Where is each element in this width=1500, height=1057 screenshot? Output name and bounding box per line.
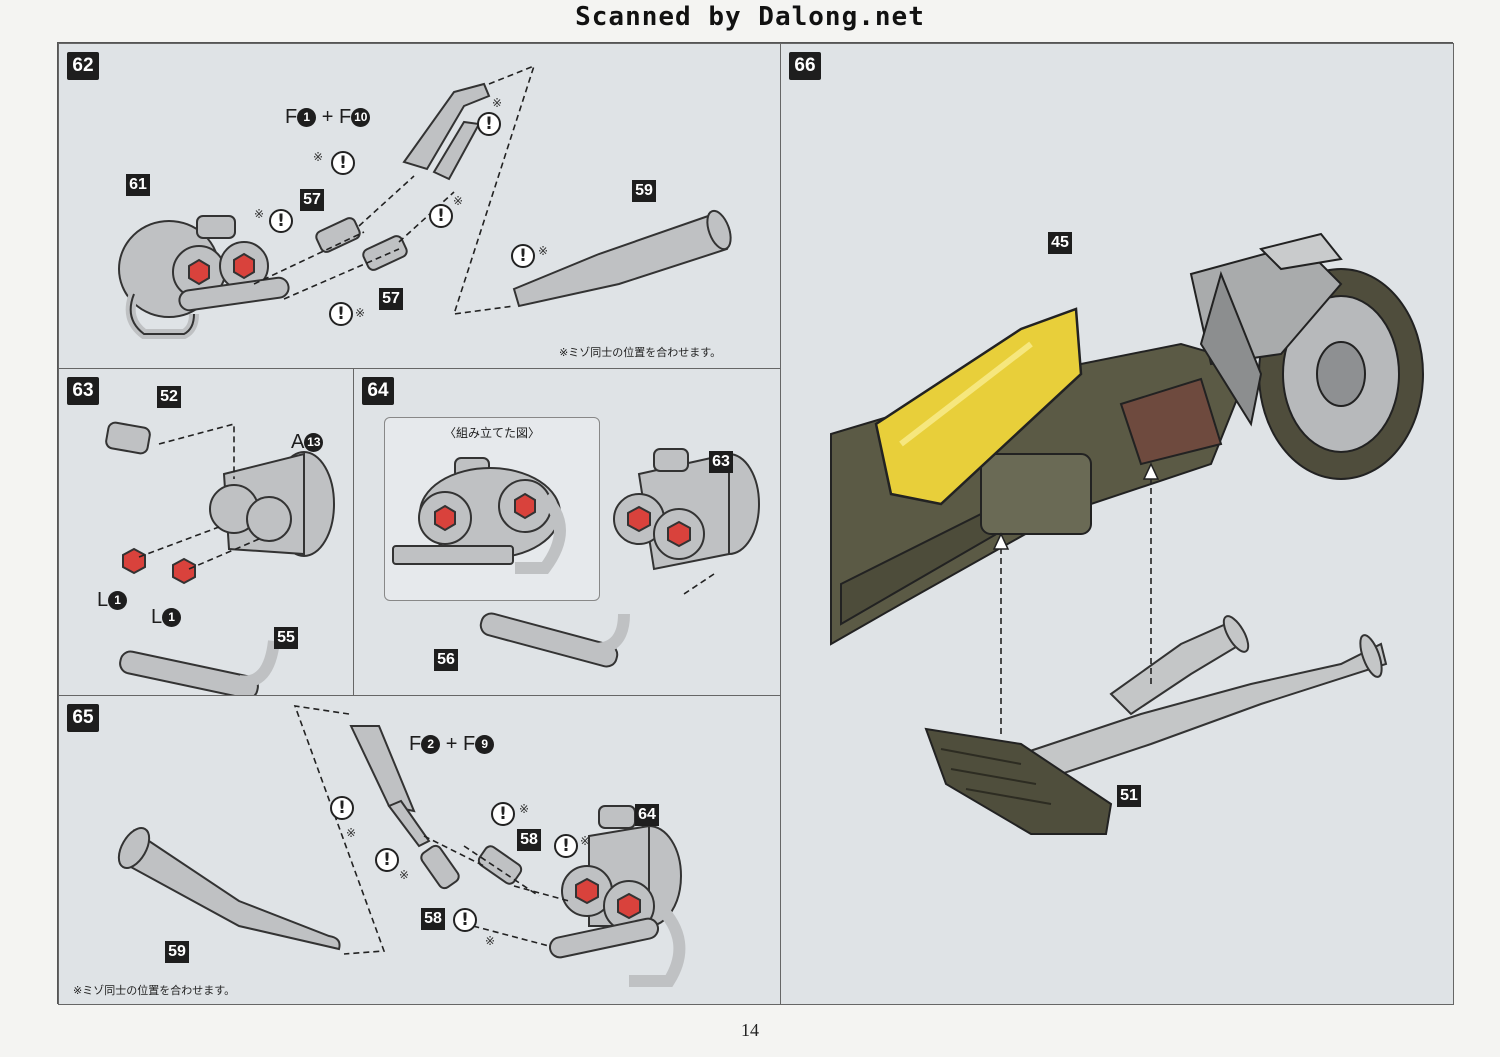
step-number: 64 bbox=[362, 377, 394, 405]
groove-note: ※ミゾ同士の位置を合わせます。 bbox=[73, 984, 236, 997]
step-65-panel: 65 bbox=[58, 695, 781, 1005]
step-number: 66 bbox=[789, 52, 821, 80]
nut-part bbox=[172, 557, 196, 585]
part-label-51: 51 bbox=[1117, 785, 1141, 807]
asterisk-mark: ※ bbox=[313, 150, 324, 164]
brown-bracket-part bbox=[1119, 377, 1223, 466]
seat-cover-part bbox=[874, 307, 1083, 506]
part-label-58-a: 58 bbox=[517, 829, 541, 851]
page-number: 14 bbox=[741, 1020, 759, 1040]
caution-icon: ! bbox=[375, 848, 399, 872]
step-66-panel: 66 bbox=[780, 43, 1454, 1005]
step-64-panel: 64 〈組み立てた図〉 bbox=[353, 368, 781, 696]
inset-title: 〈組み立てた図〉 bbox=[443, 426, 540, 440]
part-label-55: 55 bbox=[274, 627, 298, 649]
asterisk-mark: ※ bbox=[346, 826, 357, 840]
watermark: Scanned by Dalong.net bbox=[575, 2, 925, 32]
assembly-guides bbox=[253, 64, 536, 315]
step-number: 65 bbox=[67, 704, 99, 732]
assembled-view-inset: 〈組み立てた図〉 bbox=[384, 417, 600, 601]
caution-icon: ! bbox=[329, 302, 353, 326]
part-label-52: 52 bbox=[157, 386, 181, 408]
nut-part bbox=[122, 547, 146, 575]
caution-icon: ! bbox=[453, 908, 477, 932]
y-pipe-part bbox=[402, 82, 491, 181]
part-label-45: 45 bbox=[1048, 232, 1072, 254]
engine-guard-part bbox=[924, 727, 1113, 835]
part-label-59: 59 bbox=[632, 180, 656, 202]
groove-note: ※ミゾ同士の位置を合わせます。 bbox=[559, 346, 722, 359]
part-label-57-a: 57 bbox=[300, 189, 324, 211]
asterisk-mark: ※ bbox=[492, 96, 503, 110]
part-label-58-b: 58 bbox=[421, 908, 445, 930]
asterisk-mark: ※ bbox=[355, 306, 366, 320]
caution-icon: ! bbox=[554, 834, 578, 858]
caution-icon: ! bbox=[491, 802, 515, 826]
step-64-illustration bbox=[479, 448, 760, 668]
part-label-61: 61 bbox=[126, 174, 150, 196]
part-label-63: 63 bbox=[709, 451, 733, 473]
pipe-part bbox=[119, 650, 259, 695]
part-label-59: 59 bbox=[165, 941, 189, 963]
step-65-illustration bbox=[117, 705, 686, 987]
part-label-57-b: 57 bbox=[379, 288, 403, 310]
asterisk-mark: ※ bbox=[519, 802, 530, 816]
muffler-part bbox=[512, 209, 732, 308]
step-62-illustration bbox=[118, 64, 732, 339]
caution-icon: ! bbox=[429, 204, 453, 228]
caution-icon: ! bbox=[330, 796, 354, 820]
caution-icon: ! bbox=[477, 112, 501, 136]
step-number: 62 bbox=[67, 52, 99, 80]
assembly-arrows bbox=[1000, 474, 1152, 734]
asterisk-mark: ※ bbox=[538, 244, 549, 258]
pipe-57-part bbox=[315, 217, 408, 271]
assembled-view-illustration bbox=[392, 457, 566, 574]
swingarm-part bbox=[1189, 232, 1343, 427]
asterisk-mark: ※ bbox=[485, 934, 496, 948]
step-63-illustration bbox=[105, 421, 335, 695]
exhaust-assembly-part bbox=[1019, 615, 1388, 786]
part-label-56: 56 bbox=[434, 649, 458, 671]
asterisk-mark: ※ bbox=[399, 868, 410, 882]
step-62-panel: 62 bbox=[58, 43, 781, 369]
step-number: 63 bbox=[67, 377, 99, 405]
caution-icon: ! bbox=[331, 151, 355, 175]
cap-part bbox=[105, 421, 151, 455]
instruction-sheet: 62 bbox=[57, 42, 1454, 1005]
engine-block-part bbox=[118, 215, 290, 339]
asterisk-mark: ※ bbox=[580, 834, 591, 848]
caution-icon: ! bbox=[269, 209, 293, 233]
step-66-illustration bbox=[830, 232, 1424, 835]
asterisk-mark: ※ bbox=[254, 207, 265, 221]
part-label-64: 64 bbox=[635, 804, 659, 826]
caution-icon: ! bbox=[511, 244, 535, 268]
asterisk-mark: ※ bbox=[453, 194, 464, 208]
